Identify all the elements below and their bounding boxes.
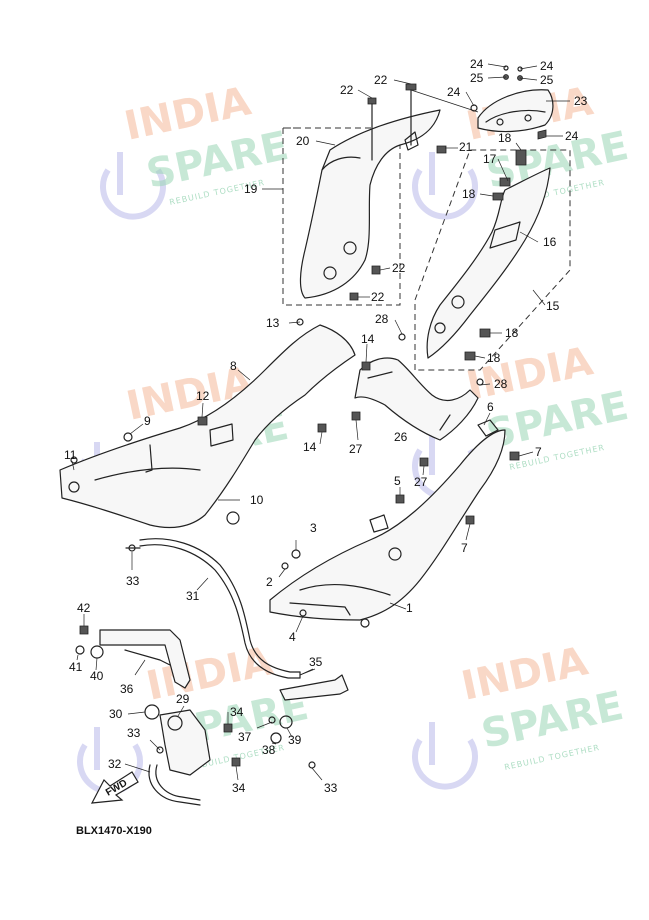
callout-33: 33 — [126, 574, 140, 588]
callout-13: 13 — [266, 316, 280, 330]
callout-37: 37 — [238, 730, 252, 744]
part-bracket-35 — [279, 674, 349, 701]
wrench-icon — [412, 738, 478, 790]
callout-15: 15 — [546, 299, 560, 313]
callout-17: 17 — [483, 152, 497, 166]
callout-28: 28 — [494, 377, 508, 391]
callout-16: 16 — [543, 235, 557, 249]
callout-6: 6 — [487, 400, 494, 414]
callout-20: 20 — [296, 134, 310, 148]
callout-22: 22 — [340, 83, 354, 97]
part-cap-23 — [477, 89, 554, 133]
wrench-icon — [412, 168, 478, 220]
callout-18: 18 — [487, 351, 501, 365]
callout-22: 22 — [374, 73, 388, 87]
watermark-bottom-right: INDIA SPARE REBUILD TOGETHER — [412, 638, 627, 790]
part-hook-32 — [148, 764, 201, 806]
leader-lines — [71, 63, 570, 781]
callout-26: 26 — [394, 430, 408, 444]
callout-35: 35 — [309, 655, 323, 669]
callout-33: 33 — [127, 726, 141, 740]
callout-18: 18 — [505, 326, 519, 340]
part-side-cover-8 — [59, 324, 356, 529]
callout-7: 7 — [461, 541, 468, 555]
callout-24: 24 — [447, 85, 461, 99]
callout-22: 22 — [371, 290, 385, 304]
callout-2: 2 — [266, 575, 273, 589]
callout-24: 24 — [540, 59, 554, 73]
callout-21: 21 — [459, 140, 473, 154]
watermark-top-left: INDIA SPARE REBUILD TOGETHER — [100, 78, 292, 220]
callout-10: 10 — [250, 493, 264, 507]
callout-18: 18 — [462, 187, 476, 201]
callout-41: 41 — [69, 660, 83, 674]
callout-31: 31 — [186, 589, 200, 603]
callout-19: 19 — [244, 182, 258, 196]
callout-38: 38 — [262, 743, 276, 757]
callout-23: 23 — [574, 94, 588, 108]
callout-labels: 22 22 20 21 19 22 22 24 25 24 25 24 23 2… — [64, 57, 588, 795]
callout-3: 3 — [310, 521, 317, 535]
callout-32: 32 — [108, 757, 122, 771]
part-bracket-36 — [99, 629, 191, 689]
callout-11: 11 — [64, 448, 77, 462]
callout-27: 27 — [414, 475, 428, 489]
callout-36: 36 — [120, 682, 134, 696]
callout-7: 7 — [535, 445, 542, 459]
callout-40: 40 — [90, 669, 104, 683]
callout-14: 14 — [303, 440, 317, 454]
callout-33: 33 — [324, 781, 338, 795]
group-box-19 — [282, 127, 401, 306]
callout-28: 28 — [375, 312, 389, 326]
callout-29: 29 — [176, 692, 190, 706]
callout-34: 34 — [230, 705, 244, 719]
callout-34: 34 — [232, 781, 246, 795]
group-box-15 — [414, 149, 571, 371]
callout-42: 42 — [77, 601, 91, 615]
part-side-cover-20 — [299, 109, 441, 299]
callout-9: 9 — [144, 414, 151, 428]
callout-22: 22 — [392, 261, 406, 275]
callout-8: 8 — [230, 359, 237, 373]
diagram-code: BLX1470-X190 — [76, 825, 152, 837]
callout-27: 27 — [349, 442, 363, 456]
part-side-cover-16 — [426, 167, 551, 359]
callout-5: 5 — [394, 474, 401, 488]
callout-25: 25 — [540, 73, 554, 87]
wrench-icon — [100, 168, 166, 220]
callout-1: 1 — [406, 601, 413, 615]
callout-30: 30 — [109, 707, 123, 721]
callout-24: 24 — [565, 129, 579, 143]
callout-18: 18 — [498, 131, 512, 145]
callout-39: 39 — [288, 733, 302, 747]
part-bracket-29 — [159, 709, 211, 776]
callout-25: 25 — [470, 71, 484, 85]
callout-12: 12 — [196, 389, 210, 403]
part-bracket-26 — [354, 357, 479, 441]
callout-24: 24 — [470, 57, 484, 71]
part-side-cover-1 — [269, 429, 506, 628]
callout-14: 14 — [361, 332, 375, 346]
callout-4: 4 — [289, 630, 296, 644]
